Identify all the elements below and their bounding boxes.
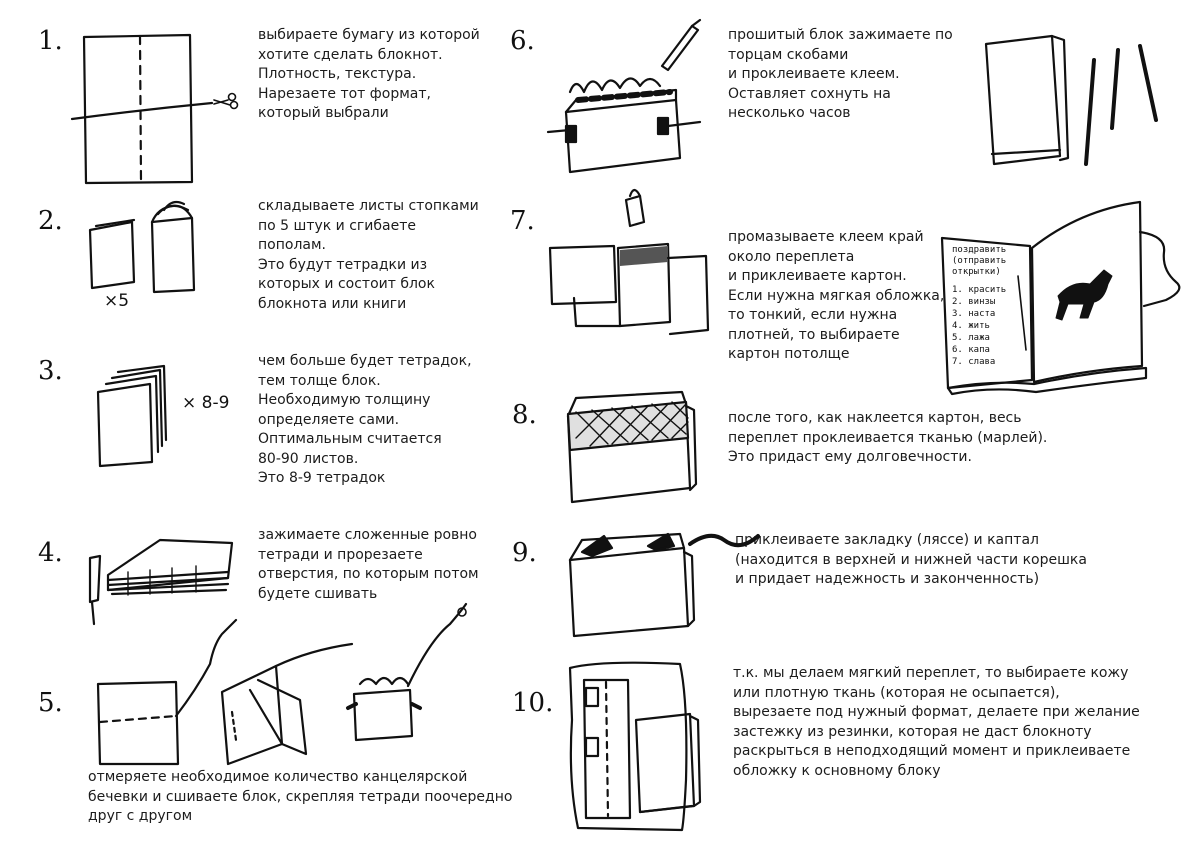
step-1-line: выбираете бумагу из которой (258, 27, 480, 43)
step-2-text: складываете листы стопками по 5 штук и с… (258, 197, 479, 314)
step-10-line: или плотную ткань (которая не осыпается)… (733, 684, 1060, 701)
step-10-number: 10. (512, 688, 554, 718)
step-7-open-book-sketch (940, 200, 1181, 396)
step-4-text: зажимаете сложенные ровно тетради и прор… (258, 526, 479, 604)
step-9-line: и придает надежность и законченность) (735, 571, 1040, 587)
step-8-text: после того, как наклеется картон, весь п… (728, 409, 1047, 468)
step-10-text: т.к. мы делаем мягкий переплет, то выбир… (733, 664, 1140, 781)
step-7-line: картон потолще (728, 346, 850, 362)
book-note-item: 2. винзы (952, 297, 995, 307)
step-10-line: раскрыться в неподходящий момент и прикл… (733, 743, 1131, 759)
step-1-sheet-sketch (70, 33, 239, 185)
step-4-number: 4. (38, 538, 63, 568)
step-10-cover-sketch (568, 661, 702, 832)
book-note-item: 7. слава (952, 357, 995, 367)
step-10-line: обложку к основному блоку (733, 762, 941, 779)
step-6-line: несколько часов (728, 105, 851, 121)
step-2-booklets-sketch (88, 200, 196, 294)
step-3-line: определяете сами. (258, 411, 400, 428)
step-7-line: плотней, то выбираете (728, 326, 900, 343)
step-6-line: прошитый блок зажимаете по (728, 27, 953, 43)
book-note-item: 4. жить (952, 321, 990, 331)
step-5-line: бечевки и сшиваете блок, скрепляя тетрад… (88, 788, 513, 805)
step-6-line: Оставляет сохнуть на (728, 85, 891, 102)
step-4-line: будете сшивать (258, 585, 378, 602)
horse-icon (1055, 269, 1113, 321)
book-note-title: (отправить (952, 256, 1006, 266)
book-note-title: поздравить (952, 245, 1006, 255)
step-2-line: блокнота или книги (258, 295, 407, 312)
step-9-line: приклеиваете закладку (ляссе) и каптал (735, 532, 1039, 548)
step-4-clamp-sketch (88, 538, 234, 626)
step-2-line: складываете листы стопками (258, 198, 479, 214)
step-8-number: 8. (512, 400, 537, 430)
step-2-line: которых и состоит блок (258, 276, 435, 292)
step-6-number: 6. (510, 26, 535, 56)
step-4-line: тетради и прорезаете (258, 546, 423, 563)
step-2-line: пополам. (258, 237, 326, 253)
step-9-line: (находится в верхней и нижней части коре… (735, 551, 1087, 568)
step-10-line: т.к. мы делаем мягкий переплет, то выбир… (733, 665, 1129, 681)
step-7-line: промазываете клеем край (728, 229, 924, 245)
step-5-number: 5. (38, 688, 63, 718)
book-page-notes: поздравить (отправить открытки) 1. краси… (952, 245, 1006, 367)
step-10-line: застежку из резинки, которая не даст бло… (733, 723, 1092, 740)
step-3-line: Оптимальным считается (258, 431, 442, 447)
glue-tube-icon (660, 18, 702, 72)
step-9-text: приклеиваете закладку (ляссе) и каптал (… (735, 531, 1087, 590)
step-1-line: хотите сделать блокнот. (258, 46, 443, 63)
step-6-text: прошитый блок зажимаете по торцам скобам… (728, 26, 953, 124)
step-4-line: зажимаете сложенные ровно (258, 527, 477, 543)
step-7-text: промазываете клеем край около переплета … (728, 228, 944, 365)
step-5-sewing-sketch (96, 602, 468, 766)
step-7-line: и приклеиваете картон. (728, 268, 907, 284)
step-3-line: 80-90 листов. (258, 450, 359, 467)
book-note-item: 3. наста (952, 309, 995, 319)
step-3-text: чем больше будет тетрадок, тем толще бло… (258, 352, 472, 489)
step-4-line: отверстия, по которым потом (258, 566, 479, 582)
step-1-number: 1. (38, 26, 63, 56)
step-1-line: Нарезаете тот формат, (258, 85, 431, 102)
step-3-line: тем толще блок. (258, 372, 381, 389)
book-note-item: 6. капа (952, 345, 990, 355)
times-eight-nine-label: × 8-9 (182, 393, 229, 413)
step-7-line: Если нужна мягкая обложка, (728, 287, 945, 304)
step-3-line: Необходимую толщину (258, 392, 431, 408)
scissors-icon (213, 92, 239, 110)
step-1-line: Плотность, текстура. (258, 66, 417, 82)
step-9-endband-sketch (568, 532, 760, 638)
step-8-line: Это придаст ему долговечности. (728, 449, 972, 465)
book-note-item: 1. красить (952, 285, 1006, 295)
step-5-line: друг с другом (88, 808, 193, 824)
step-3-line: Это 8-9 тетрадок (258, 470, 386, 486)
step-5-line: отмеряете необходимое количество канцеля… (88, 769, 468, 785)
step-3-number: 3. (38, 356, 63, 386)
step-7-number: 7. (510, 206, 535, 236)
step-8-line: переплет проклеивается тканью (марлей). (728, 429, 1048, 446)
step-8-gauze-sketch (566, 390, 698, 504)
step-10-line: вырезаете под нужный формат, делаете при… (733, 704, 1140, 720)
book-note-item: 5. лажа (952, 333, 990, 343)
step-6-line: торцам скобами (728, 46, 849, 63)
step-3-line: чем больше будет тетрадок, (258, 353, 472, 369)
step-1-line: который выбрали (258, 105, 389, 121)
step-7-line: около переплета (728, 248, 855, 265)
step-2-line: Это будут тетрадки из (258, 256, 428, 273)
book-note-title: открытки) (952, 267, 1001, 277)
step-9-number: 9. (512, 538, 537, 568)
step-7-line: то тонкий, если нужна (728, 307, 898, 323)
step-3-stack-sketch (96, 364, 168, 468)
step-2-number: 2. (38, 206, 63, 236)
step-8-line: после того, как наклеется картон, весь (728, 410, 1022, 426)
step-2-line: по 5 штук и сгибаете (258, 217, 416, 234)
step-6-block-sketch (984, 34, 1158, 166)
times-five-label: ×5 (104, 291, 129, 311)
step-6-line: и проклеиваете клеем. (728, 66, 900, 82)
step-7-cardboard-sketch (548, 188, 710, 336)
step-5-text: отмеряете необходимое количество канцеля… (88, 768, 512, 827)
step-1-text: выбираете бумагу из которой хотите сдела… (258, 26, 480, 124)
step-6-glue-sketch (546, 18, 702, 174)
